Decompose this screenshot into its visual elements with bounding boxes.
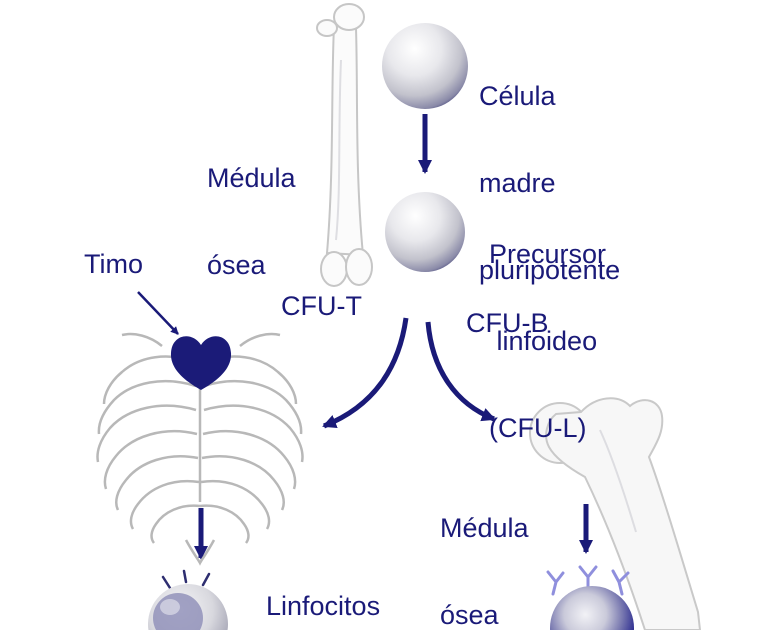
label-cfu-b: CFU-B [466,308,549,338]
label-celula-madre-pluripotente: Célula madre pluripotente [479,24,620,343]
label-medula-osea-top: Médula ósea [207,106,296,338]
b-lymphocyte-cell-icon [546,565,634,630]
label-cfu-t: CFU-T [281,291,362,321]
label-timo: Timo [84,249,143,279]
femur-bone-icon [316,3,373,287]
label-line: linfoideo [489,326,598,356]
label-line: pluripotente [479,255,621,285]
hip-bone-icon [529,397,702,630]
label-line: Médula [207,163,296,193]
t-lymphocyte-cell-icon [148,569,228,630]
stem-cell-icon [382,23,468,109]
label-line: madre [479,168,556,198]
label-line: (CFU-L) [489,413,587,443]
label-line: ósea [440,600,499,630]
arrow-cfu-b [425,321,496,422]
precursor-cell-icon [385,192,465,272]
thymus-icon [170,336,232,390]
label-line: Célula [479,81,556,111]
label-line: ósea [207,250,266,280]
label-linfocitos: Linfocitos [266,591,381,621]
arrow-cfu-t [322,317,409,429]
label-precursor-linfoideo: Precursor linfoideo (CFU-L) [489,182,606,501]
ribcage-icon [96,332,304,566]
timo-pointer-arrow [137,291,179,335]
label-line: Precursor [489,239,607,269]
label-line: Médula [440,513,529,543]
label-medula-osea-right: Médula ósea [440,456,529,630]
